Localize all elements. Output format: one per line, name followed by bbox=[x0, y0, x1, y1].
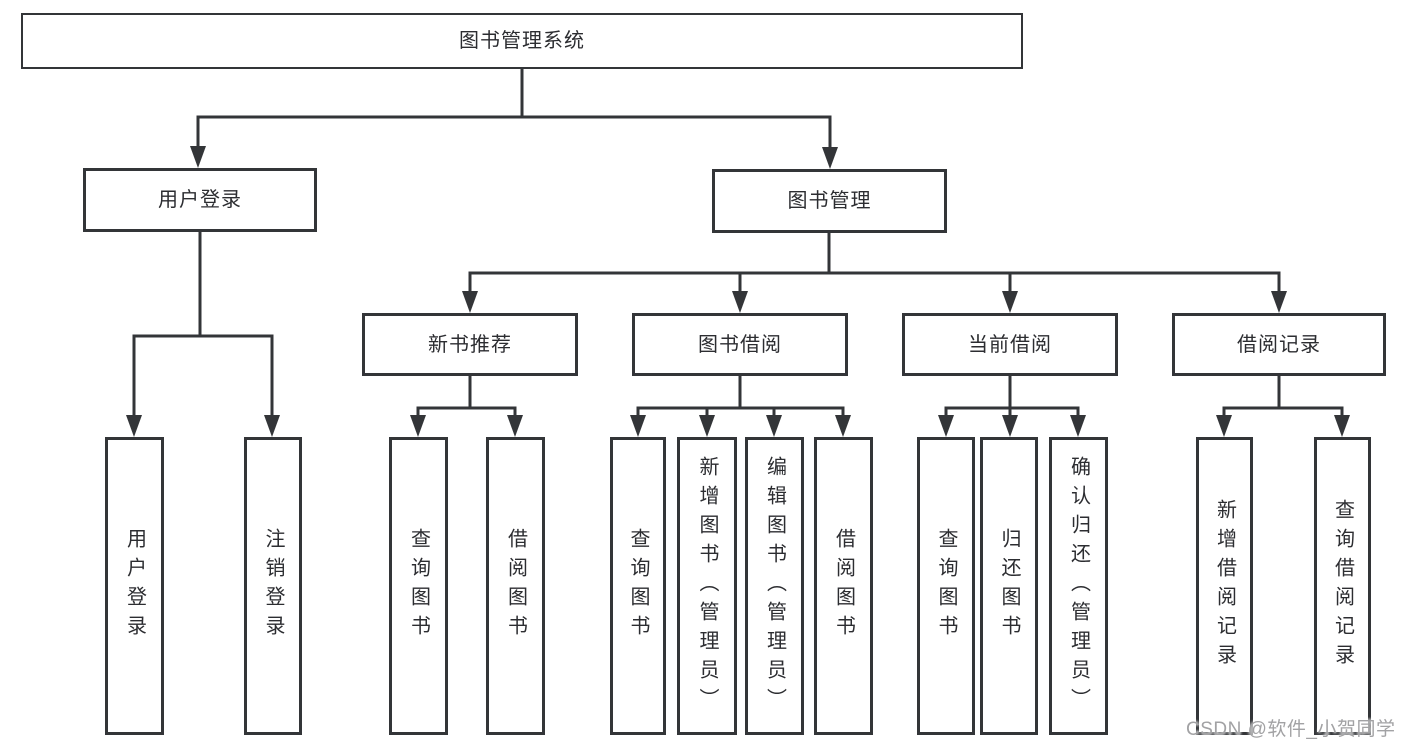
arrowhead-icon bbox=[1216, 415, 1232, 437]
node-label-leaf-logout: 注销登录 bbox=[262, 528, 284, 644]
node-user-login: 用户登录 bbox=[83, 168, 317, 232]
node-leaf-edit-books-admin: 编辑图书（管理员） bbox=[745, 437, 804, 735]
node-library-management-system: 图书管理系统 bbox=[21, 13, 1023, 69]
node-label-leaf-query-books-current: 查询图书 bbox=[935, 528, 957, 644]
node-leaf-logout: 注销登录 bbox=[244, 437, 302, 735]
node-leaf-add-books-admin: 新增图书（管理员） bbox=[677, 437, 737, 735]
arrowhead-icon bbox=[1334, 415, 1350, 437]
node-label-new-book-recommend: 新书推荐 bbox=[428, 333, 512, 356]
arrowhead-icon bbox=[190, 146, 206, 168]
node-leaf-query-borrow-record: 查询借阅记录 bbox=[1314, 437, 1371, 735]
node-leaf-user-login: 用户登录 bbox=[105, 437, 164, 735]
node-leaf-query-books-current: 查询图书 bbox=[917, 437, 975, 735]
node-leaf-add-borrow-record: 新增借阅记录 bbox=[1196, 437, 1253, 735]
arrowhead-icon bbox=[410, 415, 426, 437]
node-label-leaf-borrow-books: 借阅图书 bbox=[832, 528, 855, 644]
node-leaf-confirm-return-admin: 确认归还（管理员） bbox=[1049, 437, 1108, 735]
arrowhead-icon bbox=[126, 415, 142, 437]
node-label-leaf-add-borrow-record: 新增借阅记录 bbox=[1213, 499, 1236, 673]
node-current-borrowing: 当前借阅 bbox=[902, 313, 1118, 376]
node-label-borrowing-records: 借阅记录 bbox=[1237, 333, 1321, 356]
node-leaf-borrow-books: 借阅图书 bbox=[814, 437, 873, 735]
node-label-leaf-edit-books-admin: 编辑图书（管理员） bbox=[763, 455, 786, 717]
node-book-borrowing: 图书借阅 bbox=[632, 313, 848, 376]
node-label-book-management: 图书管理 bbox=[787, 190, 872, 212]
node-book-management: 图书管理 bbox=[712, 169, 947, 233]
node-label-leaf-confirm-return-admin: 确认归还（管理员） bbox=[1067, 455, 1090, 717]
node-label-leaf-query-borrow-record: 查询借阅记录 bbox=[1331, 499, 1354, 673]
arrowhead-icon bbox=[835, 415, 851, 437]
arrowhead-icon bbox=[630, 415, 646, 437]
arrowhead-icon bbox=[766, 415, 782, 437]
arrowhead-icon bbox=[1002, 415, 1018, 437]
node-label-leaf-query-books-recommend: 查询图书 bbox=[407, 528, 430, 644]
arrowhead-icon bbox=[732, 291, 748, 313]
arrowhead-icon bbox=[1002, 291, 1018, 313]
watermark-text: CSDN @软件_小贺同学 bbox=[1186, 719, 1396, 740]
arrowhead-icon bbox=[1271, 291, 1287, 313]
arrowhead-icon bbox=[264, 415, 280, 437]
node-label-user-login: 用户登录 bbox=[158, 189, 242, 211]
node-label-leaf-return-books: 归还图书 bbox=[998, 528, 1020, 644]
node-label-leaf-borrow-books-recommend: 借阅图书 bbox=[504, 528, 527, 644]
arrowhead-icon bbox=[938, 415, 954, 437]
node-label-book-borrowing: 图书借阅 bbox=[698, 333, 782, 356]
node-new-book-recommend: 新书推荐 bbox=[362, 313, 578, 376]
arrowhead-icon bbox=[462, 291, 478, 313]
node-label-leaf-query-books-borrowing: 查询图书 bbox=[627, 528, 649, 644]
node-leaf-return-books: 归还图书 bbox=[980, 437, 1038, 735]
arrowhead-icon bbox=[699, 415, 715, 437]
arrowhead-icon bbox=[822, 147, 838, 169]
node-leaf-borrow-books-recommend: 借阅图书 bbox=[486, 437, 545, 735]
arrowhead-icon bbox=[1070, 415, 1086, 437]
node-leaf-query-books-recommend: 查询图书 bbox=[389, 437, 448, 735]
node-label-current-borrowing: 当前借阅 bbox=[968, 333, 1052, 356]
node-borrowing-records: 借阅记录 bbox=[1172, 313, 1386, 376]
node-label-library-management-system: 图书管理系统 bbox=[459, 30, 585, 52]
node-label-leaf-user-login: 用户登录 bbox=[123, 528, 146, 644]
node-label-leaf-add-books-admin: 新增图书（管理员） bbox=[696, 455, 718, 717]
arrowhead-icon bbox=[507, 415, 523, 437]
node-leaf-query-books-borrowing: 查询图书 bbox=[610, 437, 666, 735]
